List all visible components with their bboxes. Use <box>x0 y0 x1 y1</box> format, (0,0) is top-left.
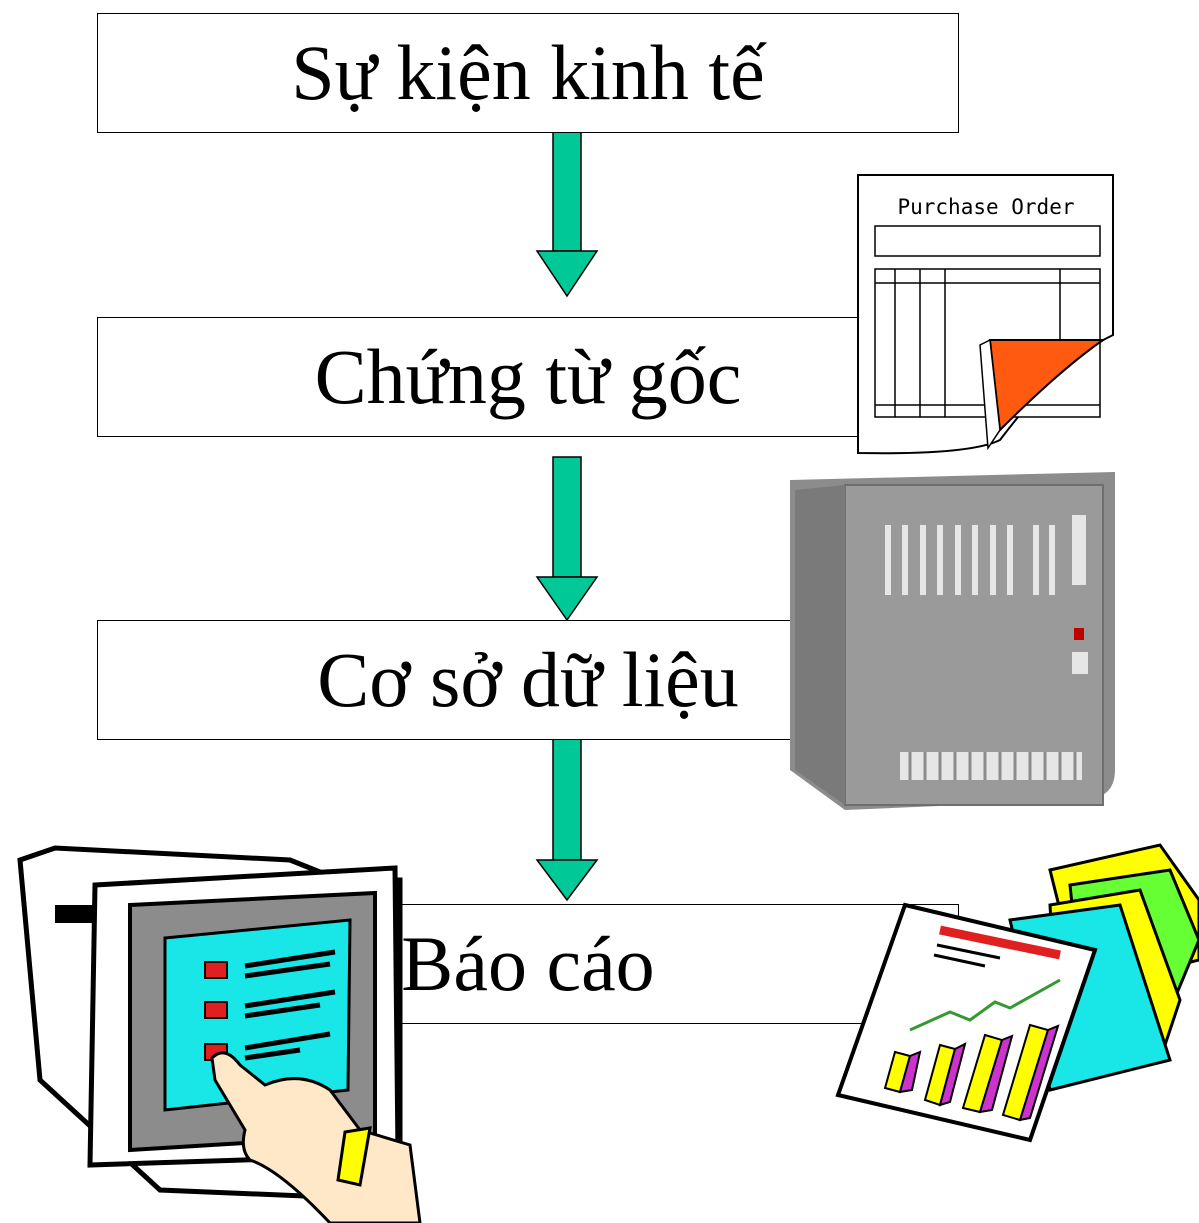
step-label: Sự kiện kinh tế <box>291 29 765 116</box>
step-source-document: Chứng từ gốc <box>97 317 959 437</box>
server-rack-icon <box>790 472 1115 810</box>
step-label: Cơ sở dữ liệu <box>317 636 739 723</box>
pointing-hand-icon <box>210 1051 422 1223</box>
purchase-order-document-icon: Purchase Order <box>857 174 1114 455</box>
document-title: Purchase Order <box>897 195 1074 219</box>
arrow-2 <box>535 456 599 622</box>
reports-stack-icon <box>835 843 1199 1143</box>
step-label: Chứng từ gốc <box>314 333 742 420</box>
step-economic-event: Sự kiện kinh tế <box>97 13 959 133</box>
step-label: Báo cáo <box>401 920 655 1007</box>
arrow-1 <box>535 130 599 298</box>
